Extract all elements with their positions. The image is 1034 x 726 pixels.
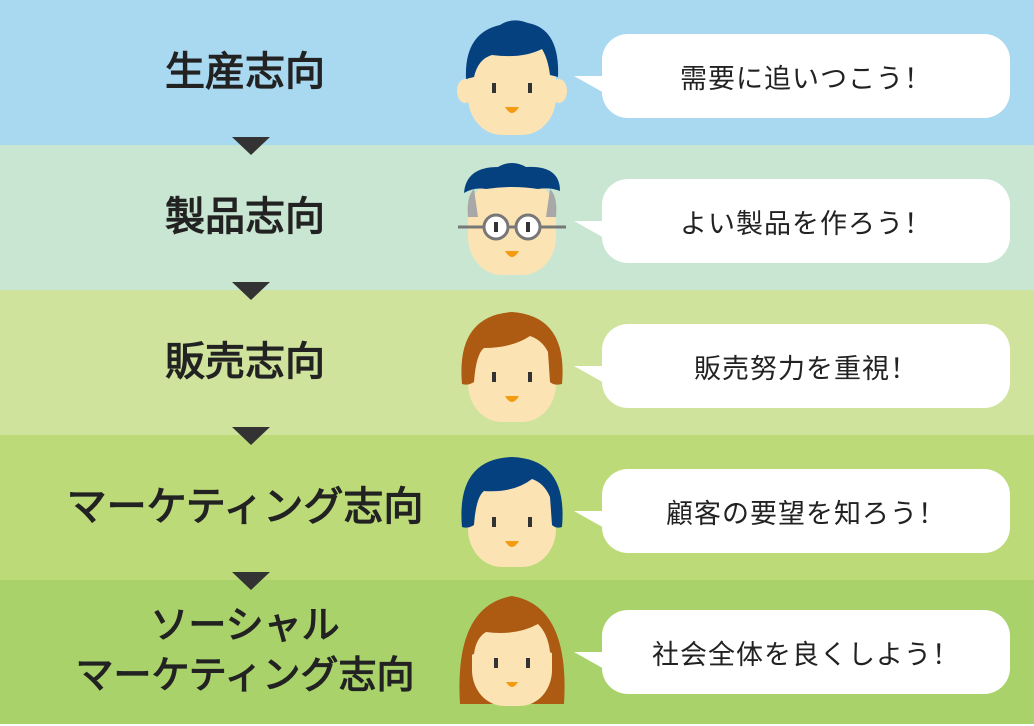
stage-label-line: マーケティング志向: [66, 484, 424, 530]
speech-text: 顧客の要望を知ろう！: [666, 498, 946, 530]
stage-label-production: 生産志向: [0, 46, 490, 98]
boy-face-icon: [457, 20, 567, 135]
down-arrow-icon: [232, 572, 270, 590]
stage-label-line: ソーシャル: [150, 603, 340, 647]
stage-label-sales: 販売志向: [0, 336, 490, 388]
speech-bubble-tail: [574, 76, 606, 94]
stage-label-line: マーケティング志向: [75, 653, 415, 697]
stage-label-line: 製品志向: [165, 194, 325, 240]
stage-band-sales: 販売志向 販売努力を重視！: [0, 290, 1034, 435]
old-man-face-icon: [458, 163, 566, 275]
down-arrow-icon: [232, 427, 270, 445]
speech-text: 販売努力を重視！: [694, 353, 918, 385]
speech-bubble-social-marketing: 社会全体を良くしよう！: [574, 610, 1010, 694]
speech-bubble-tail: [574, 511, 606, 529]
stage-band-production: 生産志向 需要に追いつこう！: [0, 0, 1034, 145]
speech-bubble-tail: [574, 652, 606, 670]
stage-label-social-marketing: ソーシャル マーケティング志向: [0, 600, 490, 700]
stage-label-product: 製品志向: [0, 191, 490, 243]
speech-bubble-sales: 販売努力を重視！: [574, 324, 1010, 408]
stage-label-line: 生産志向: [165, 49, 325, 95]
blue-hair-face-icon: [461, 457, 563, 567]
speech-text: よい製品を作ろう！: [680, 208, 932, 240]
stage-band-social-marketing: ソーシャル マーケティング志向 社会全体を良くしよう！: [0, 580, 1034, 724]
woman-face-icon: [459, 596, 565, 706]
stage-label-marketing: マーケティング志向: [0, 481, 490, 533]
stage-band-marketing: マーケティング志向 顧客の要望を知ろう！: [0, 435, 1034, 580]
speech-text: 社会全体を良くしよう！: [652, 639, 960, 671]
down-arrow-icon: [232, 282, 270, 300]
speech-bubble-product: よい製品を作ろう！: [574, 179, 1010, 263]
speech-bubble-production: 需要に追いつこう！: [574, 34, 1010, 118]
speech-bubble-marketing: 顧客の要望を知ろう！: [574, 469, 1010, 553]
down-arrow-icon: [232, 137, 270, 155]
stage-band-product: 製品志向 よい製品を作ろう！: [0, 145, 1034, 290]
speech-text: 需要に追いつこう！: [680, 63, 932, 95]
brown-hair-face-icon: [461, 312, 563, 422]
speech-bubble-tail: [574, 366, 606, 384]
stage-label-line: 販売志向: [165, 339, 325, 385]
speech-bubble-tail: [574, 221, 606, 239]
